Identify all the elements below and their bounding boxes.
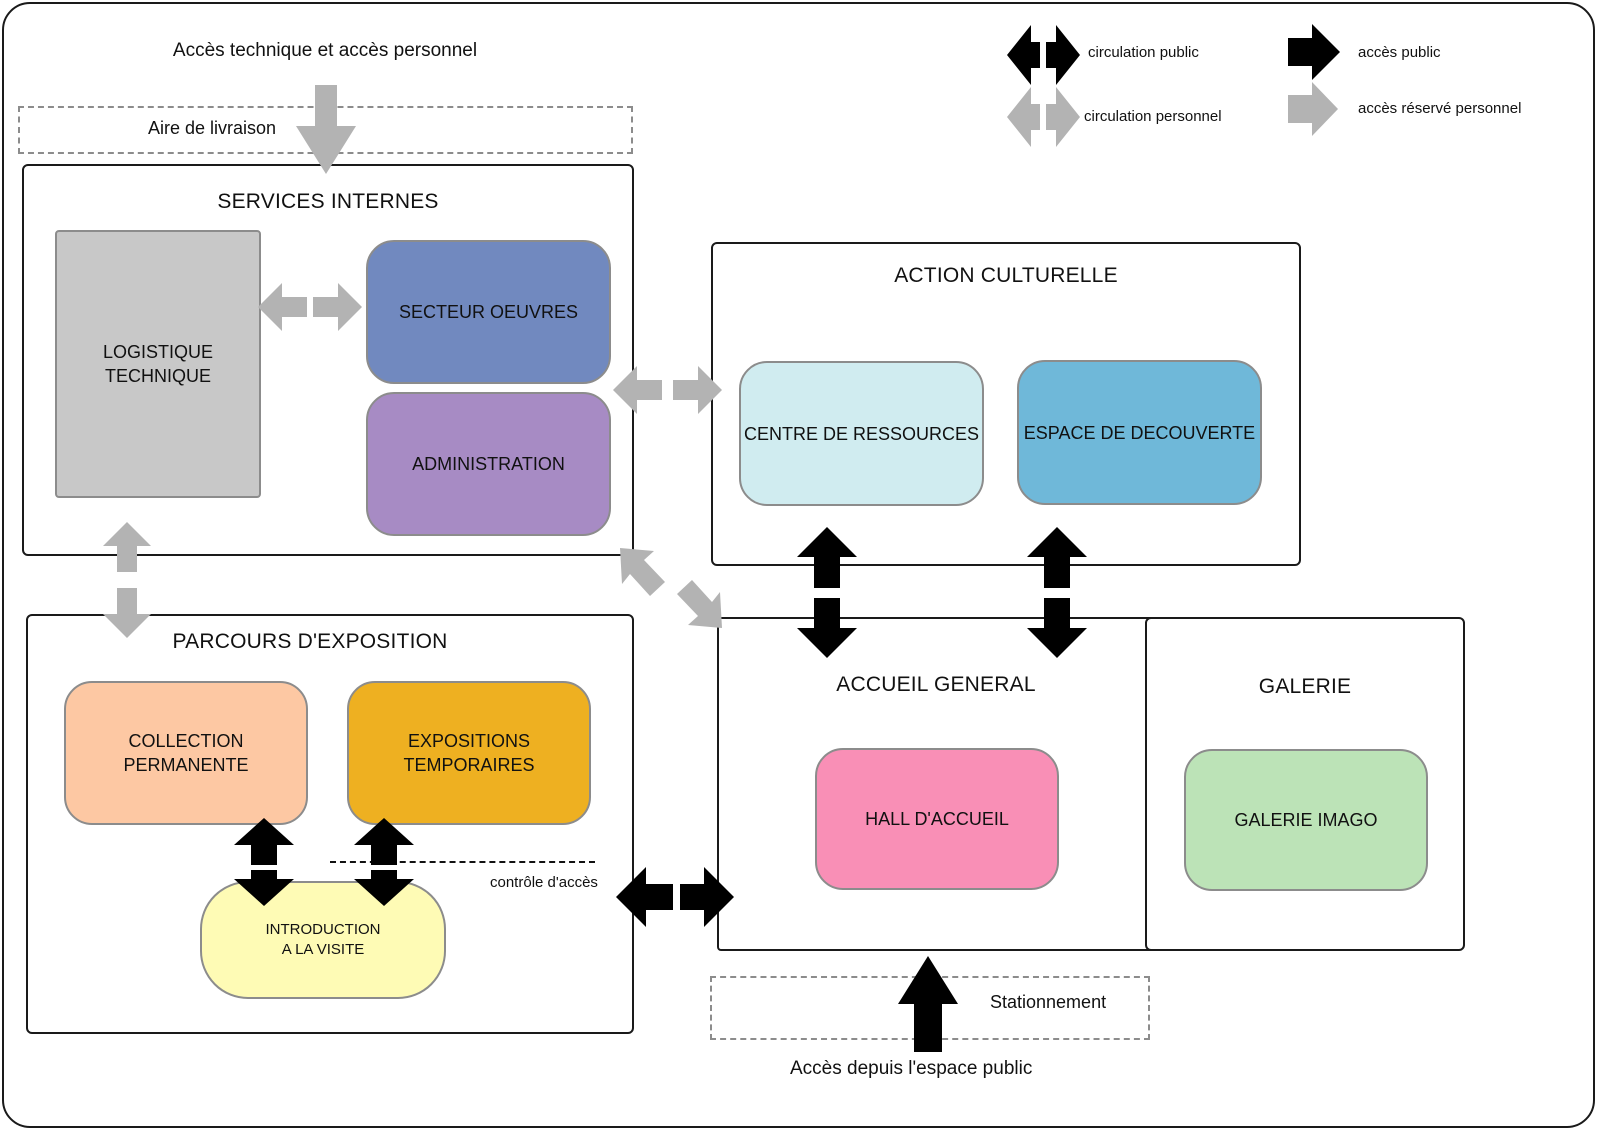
permanent-label-line2: PERMANENTE	[123, 755, 249, 775]
administration-label: ADMINISTRATION	[412, 454, 565, 474]
technical-access-label: Accès technique et accès personnel	[172, 40, 478, 61]
legend-public-access: accès public	[1358, 44, 1441, 61]
resource-center-room: CENTRE DE RESSOURCES	[739, 361, 984, 506]
access-control-line	[330, 861, 595, 863]
permanent-collection-room: COLLECTION PERMANENTE	[64, 681, 308, 825]
reception-hall-label: HALL D'ACCUEIL	[865, 809, 1009, 829]
temporary-label-line2: TEMPORAIRES	[403, 755, 535, 775]
legend-public-circulation: circulation public	[1088, 44, 1199, 61]
logistics-label-line1: LOGISTIQUE	[102, 342, 214, 362]
access-control-label: contrôle d'accès	[490, 874, 598, 891]
works-sector-label: SECTEUR OEUVRES	[398, 302, 579, 322]
intro-visit-room: INTRODUCTION A LA VISITE	[200, 881, 446, 999]
temporary-exhibitions-room: EXPOSITIONS TEMPORAIRES	[347, 681, 591, 825]
logistics-label-line2: TECHNIQUE	[104, 366, 211, 386]
delivery-area-label: Aire de livraison	[148, 118, 277, 138]
permanent-label-line1: COLLECTION	[128, 731, 244, 751]
parking-area: Stationnement	[710, 976, 1150, 1040]
delivery-area: Aire de livraison	[18, 106, 633, 154]
administration-room: ADMINISTRATION	[366, 392, 611, 536]
section-title: SERVICES INTERNES	[217, 190, 439, 213]
section-title: GALERIE	[1258, 675, 1352, 698]
parking-label: Stationnement	[990, 992, 1107, 1012]
galerie-imago-room: GALERIE IMAGO	[1184, 749, 1428, 891]
discovery-space-label: ESPACE DE DECOUVERTE	[1023, 422, 1256, 443]
section-title: ACCUEIL GENERAL	[836, 673, 1036, 696]
reception-hall-room: HALL D'ACCUEIL	[815, 748, 1059, 890]
section-title: ACTION CULTURELLE	[894, 264, 1118, 287]
temporary-label-line1: EXPOSITIONS	[407, 731, 531, 751]
section-title: PARCOURS D'EXPOSITION	[172, 630, 448, 653]
logistics-room: LOGISTIQUE TECHNIQUE	[55, 230, 261, 498]
intro-label-line2: A LA VISITE	[281, 941, 365, 958]
legend-staff-access: accès réservé personnel	[1358, 100, 1522, 117]
works-sector-room: SECTEUR OEUVRES	[366, 240, 611, 384]
resource-center-label: CENTRE DE RESSOURCES	[743, 423, 980, 444]
discovery-space-room: ESPACE DE DECOUVERTE	[1017, 360, 1262, 505]
galerie-imago-label: GALERIE IMAGO	[1234, 810, 1378, 830]
intro-label-line1: INTRODUCTION	[265, 921, 381, 938]
legend-staff-circulation: circulation personnel	[1084, 108, 1222, 125]
public-access-label: Accès depuis l'espace public	[790, 1058, 1033, 1079]
